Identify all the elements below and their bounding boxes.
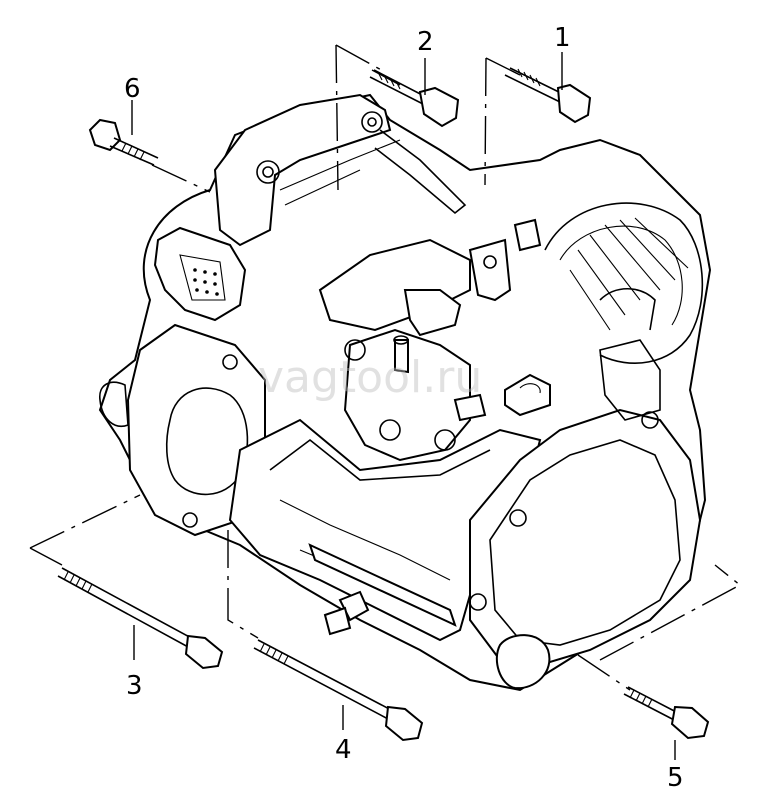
bolt-3 xyxy=(57,567,224,670)
callout-number-5: 5 xyxy=(667,763,684,793)
callout-number-4: 4 xyxy=(335,735,352,765)
bolt-5 xyxy=(623,686,710,740)
callout-number-3: 3 xyxy=(126,671,143,701)
watermark-text: vagtool.ru xyxy=(258,352,482,403)
bolt-6 xyxy=(88,118,159,166)
callout-number-6: 6 xyxy=(124,74,141,104)
bolt-1 xyxy=(504,67,592,124)
bolt-2 xyxy=(369,69,460,128)
callout-number-2: 2 xyxy=(417,27,434,57)
transmission-housing xyxy=(98,93,712,692)
callout-number-1: 1 xyxy=(554,23,571,53)
leader-lines xyxy=(29,44,742,760)
bolt-4 xyxy=(253,639,424,742)
